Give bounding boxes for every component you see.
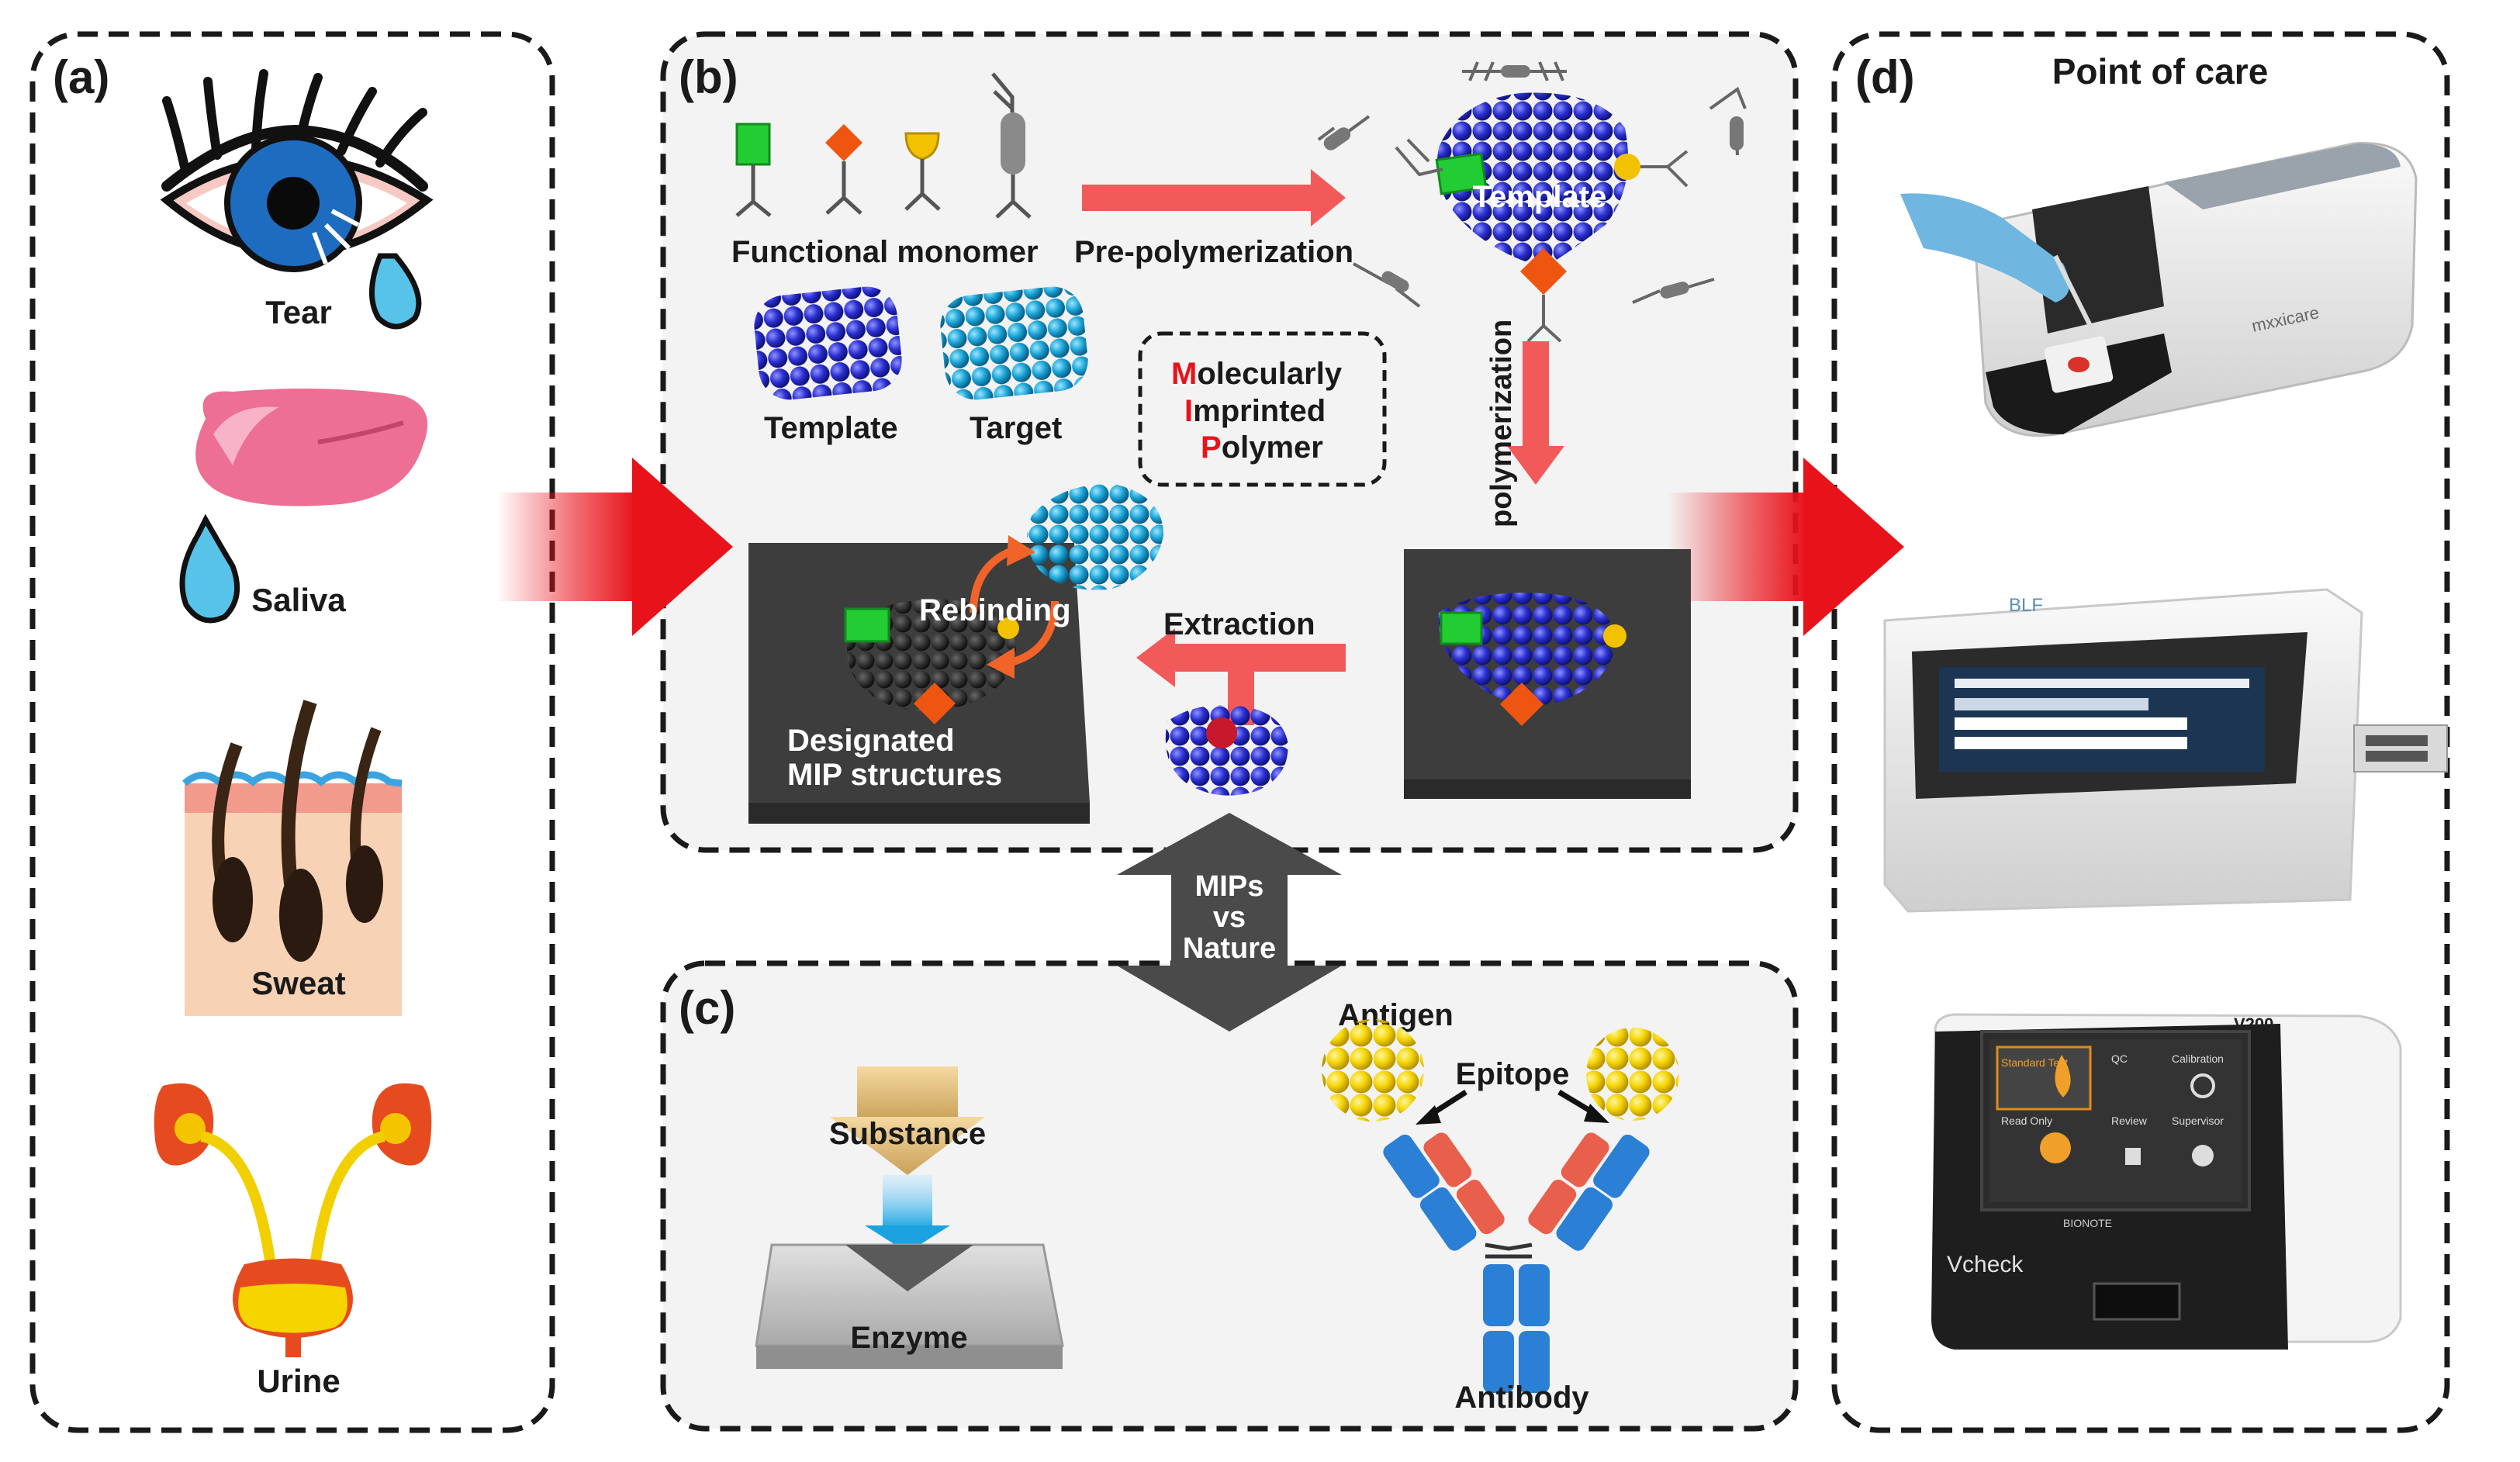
- rebinding-arrowhead-1: [1007, 535, 1035, 566]
- mip-initial-p: P: [1201, 430, 1222, 465]
- arrow-b-to-d: [1668, 458, 1904, 636]
- label-urine: Urine: [257, 1363, 340, 1399]
- label-target: Target: [970, 411, 1062, 445]
- kidney-icon: [154, 1083, 432, 1357]
- device3-review: Review: [2111, 1115, 2148, 1127]
- label-pre-polymerization: Pre-polymerization: [1074, 235, 1353, 269]
- template-cluster-sample: [754, 286, 902, 400]
- svg-text:Imprinted: Imprinted: [1184, 394, 1326, 428]
- antibody-icon: [1383, 1132, 1650, 1393]
- chip-device-icon: mxxicare: [1900, 142, 2418, 437]
- rebinding-target: [1027, 484, 1163, 590]
- label-template-top: Template: [1473, 180, 1607, 214]
- label-rebinding: Rebinding: [919, 593, 1071, 627]
- svg-text:Molecularly: Molecularly: [1171, 357, 1343, 391]
- label-mips: MIPs: [1195, 870, 1264, 903]
- mip-legend-box: Molecularly Imprinted Polymer: [1138, 331, 1387, 487]
- label-extraction: Extraction: [1163, 607, 1315, 641]
- device3-model: V200: [2234, 1014, 2273, 1034]
- label-saliva: Saliva: [251, 582, 346, 618]
- label-designated-2: MIP structures: [787, 758, 1002, 792]
- device3-standard-test: Standard Test: [2001, 1056, 2068, 1069]
- device3-qc: QC: [2111, 1052, 2128, 1065]
- skin-icon: [181, 700, 403, 1016]
- mip-rest-mprinted: mprinted: [1193, 394, 1326, 428]
- eye-icon: [160, 69, 434, 330]
- label-polymerization: polymerization: [1485, 320, 1518, 527]
- extracted-template: [1165, 705, 1288, 796]
- device3-read-only: Read Only: [2001, 1115, 2052, 1127]
- monomer-swarm: [1317, 61, 1747, 308]
- substrate-left: [748, 543, 1090, 824]
- device3-supervisor: Supervisor: [2172, 1115, 2224, 1127]
- pre-polymerization-arrow: [1082, 169, 1346, 226]
- antigen-right: [1586, 1028, 1679, 1121]
- rebinding-arrows: [970, 547, 1059, 667]
- tongue-icon: [179, 389, 428, 624]
- device3-calibration: Calibration: [2172, 1052, 2224, 1065]
- point-of-care-title: Point of care: [2052, 51, 2269, 92]
- device2-brand: BLF: [2009, 595, 2043, 616]
- label-vs: vs: [1213, 901, 1246, 934]
- epitope-arrowhead-left: [1416, 1105, 1441, 1125]
- panel-a-label: (a): [53, 51, 109, 103]
- label-enzyme: Enzyme: [850, 1321, 967, 1355]
- panel-d-label: (d): [1855, 51, 1915, 103]
- template-cluster-top: [1395, 92, 1689, 343]
- arrow-a-to-b: [496, 458, 733, 636]
- label-designated-1: Designated: [787, 724, 955, 758]
- rebinding-arrowhead-2: [987, 648, 1015, 679]
- polymerization-arrow: [1507, 341, 1564, 485]
- device3-maker: BIONOTE: [2063, 1217, 2112, 1229]
- antigen-left: [1322, 1019, 1424, 1122]
- vcheck-device-icon: Standard Test QC Calibration Read Only R…: [1931, 1013, 2402, 1350]
- mip-initial-m: M: [1171, 357, 1197, 391]
- monomer-grey: [991, 72, 1032, 219]
- panel-a-frame: [29, 31, 555, 1433]
- monomer-yellow: [904, 132, 941, 211]
- mip-rest-olecularly: olecularly: [1197, 357, 1343, 391]
- mip-initial-i: I: [1184, 394, 1193, 428]
- label-tear: Tear: [265, 294, 332, 330]
- epitope-arrowhead-right: [1584, 1104, 1609, 1123]
- label-sweat: Sweat: [251, 965, 345, 1001]
- device3-brand: Vcheck: [1947, 1252, 2024, 1277]
- panel-b-label: (b): [679, 51, 738, 103]
- label-epitope: Epitope: [1456, 1057, 1570, 1091]
- reader-device-icon: BLF: [1883, 588, 2448, 913]
- panel-c-label: (c): [679, 982, 735, 1034]
- enzyme-block: [755, 1175, 1064, 1369]
- label-antibody: Antibody: [1454, 1381, 1589, 1415]
- label-template: Template: [764, 411, 898, 445]
- target-cluster-sample: [940, 286, 1088, 400]
- label-functional-monomer: Functional monomer: [731, 235, 1039, 269]
- monomer-orange: [825, 124, 862, 215]
- monomer-green: [735, 123, 772, 217]
- svg-text:Polymer: Polymer: [1201, 430, 1323, 465]
- mips-vs-nature-arrow: [1117, 813, 1342, 1032]
- substrate-right: [1404, 549, 1691, 799]
- label-substance: Substance: [829, 1117, 986, 1151]
- label-nature: Nature: [1183, 932, 1276, 965]
- substance-arrow: [830, 1066, 985, 1175]
- mip-rest-olymer: olymer: [1222, 430, 1323, 465]
